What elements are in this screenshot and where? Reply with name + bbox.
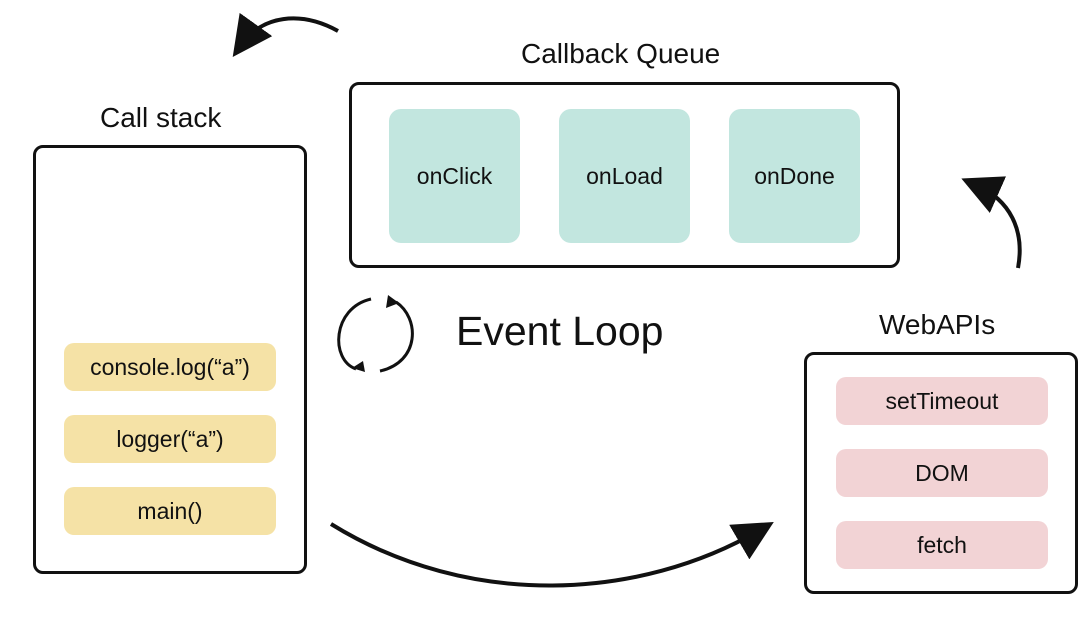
call-stack-panel: console.log(“a”) logger(“a”) main() — [33, 145, 307, 574]
callback-queue-panel: onClick onLoad onDone — [349, 82, 900, 268]
web-apis-panel: setTimeout DOM fetch — [804, 352, 1078, 594]
queue-item: onLoad — [559, 109, 690, 243]
queue-item: onClick — [389, 109, 520, 243]
stack-item: console.log(“a”) — [64, 343, 276, 391]
callback-queue-title: Callback Queue — [521, 38, 721, 69]
event-loop-title: Event Loop — [456, 308, 664, 354]
web-apis-title: WebAPIs — [879, 309, 996, 340]
call-stack-title: Call stack — [100, 102, 222, 133]
arrow-webapis-to-queue — [961, 176, 1022, 269]
arrow-stack-to-webapis — [329, 521, 774, 588]
refresh-cycle-icon — [337, 295, 414, 373]
stack-item: main() — [64, 487, 276, 535]
api-item: DOM — [836, 449, 1048, 497]
api-item: fetch — [836, 521, 1048, 569]
stack-item: logger(“a”) — [64, 415, 276, 463]
api-item: setTimeout — [836, 377, 1048, 425]
queue-item: onDone — [729, 109, 860, 243]
arrow-queue-to-stack — [232, 12, 339, 58]
